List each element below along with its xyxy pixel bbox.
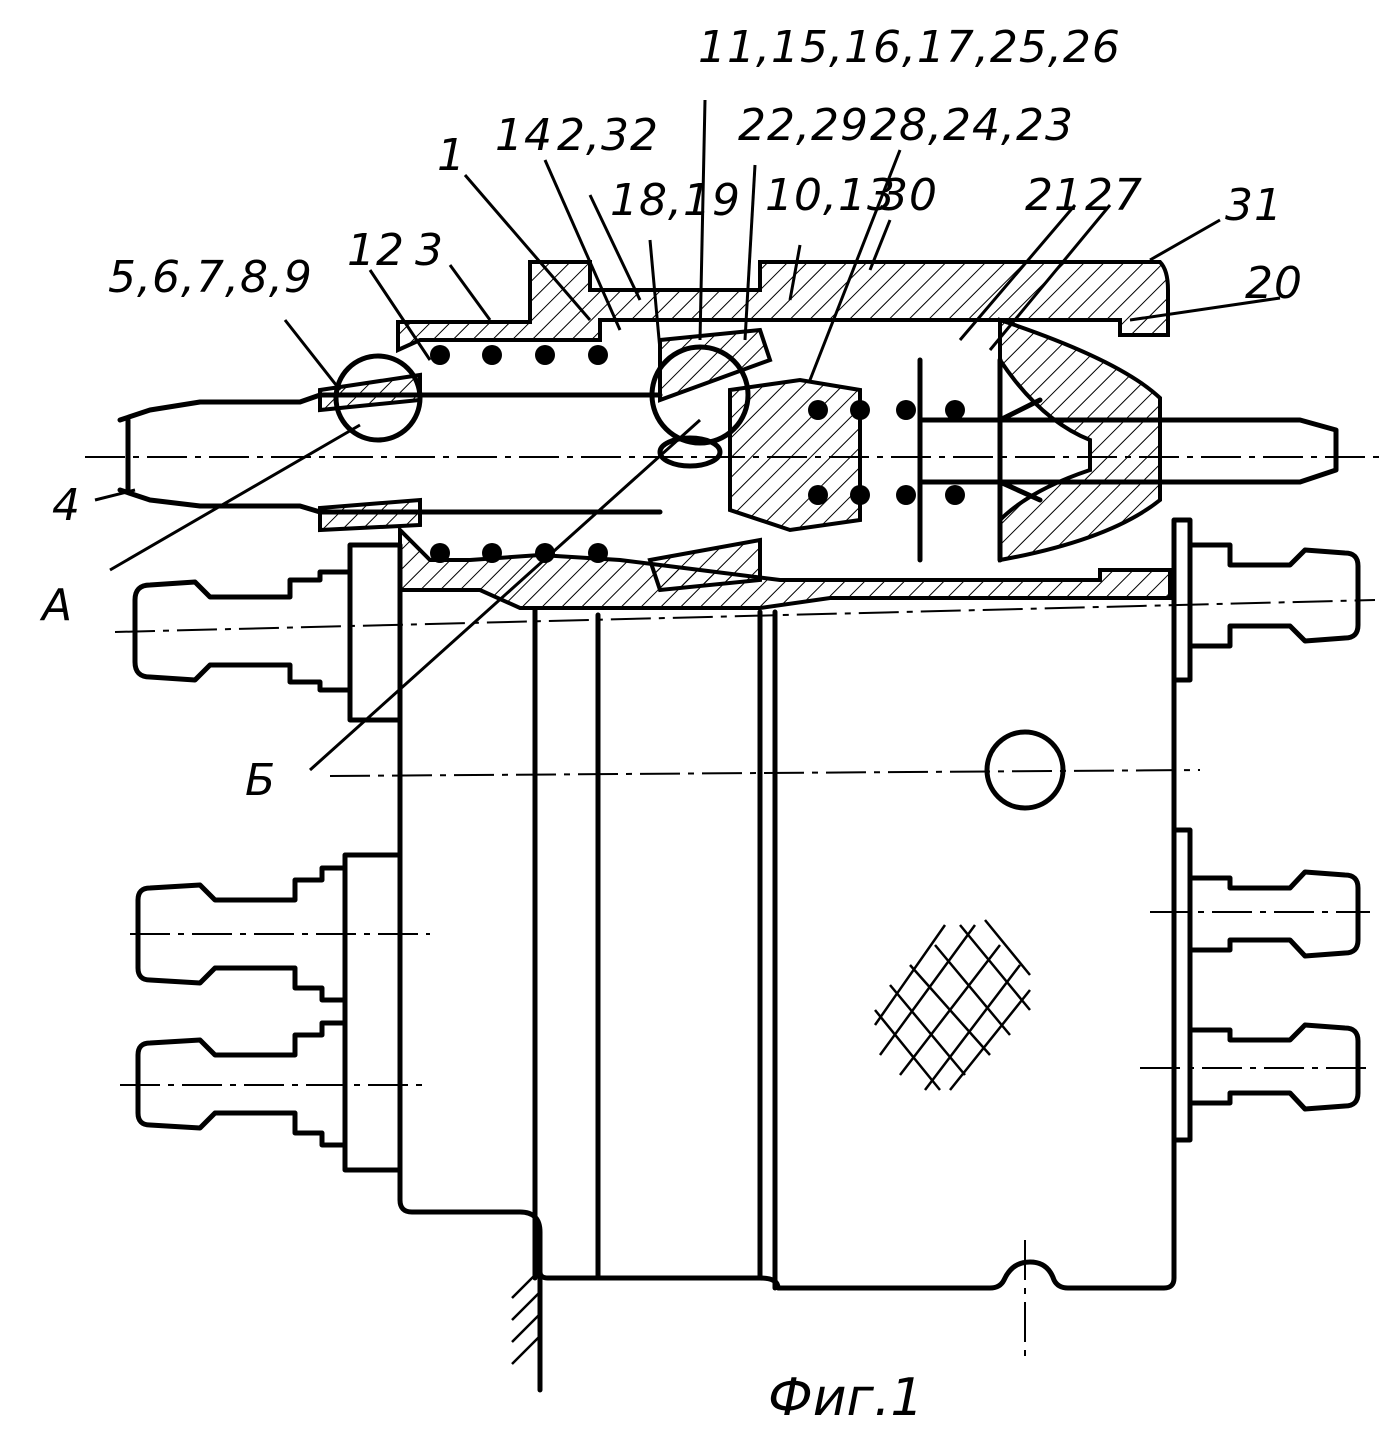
mesh-pattern bbox=[875, 920, 1030, 1090]
label-28-24-23: 28,24,23 bbox=[870, 100, 1074, 151]
left-fittings bbox=[135, 545, 400, 1170]
label-1: 1 bbox=[437, 130, 466, 181]
label-27: 27 bbox=[1085, 170, 1143, 221]
label-31: 31 bbox=[1225, 180, 1283, 231]
label-3: 3 bbox=[415, 225, 444, 276]
label-5-6-7-8-9: 5,6,7,8,9 bbox=[108, 252, 313, 303]
label-b: Б bbox=[245, 755, 276, 806]
figure-caption: Фиг.1 bbox=[768, 1368, 924, 1428]
label-21: 21 bbox=[1025, 170, 1083, 221]
label-a: А bbox=[39, 580, 73, 631]
label-18-19: 18,19 bbox=[610, 175, 741, 226]
label-10-13: 10,13 bbox=[765, 170, 896, 221]
label-22-29: 22,29 bbox=[738, 100, 869, 151]
label-2-32: 2,32 bbox=[557, 110, 659, 161]
label-14: 14 bbox=[495, 110, 553, 161]
main-body bbox=[400, 600, 1174, 1390]
label-4: 4 bbox=[52, 480, 81, 531]
label-12: 12 bbox=[347, 225, 405, 276]
label-11-15-16-17-25-26: 11,15,16,17,25,26 bbox=[698, 22, 1121, 73]
right-fittings bbox=[1174, 520, 1358, 1140]
label-30: 30 bbox=[880, 170, 938, 221]
label-20: 20 bbox=[1245, 258, 1303, 309]
